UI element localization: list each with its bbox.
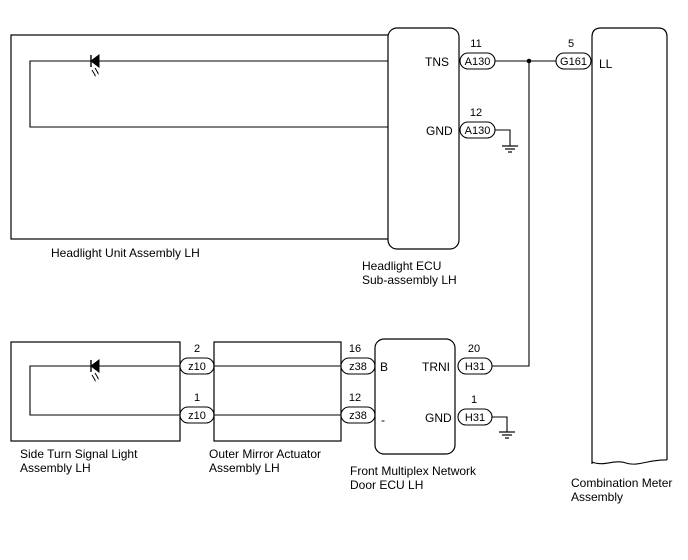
meter-terminal-ll: LL	[599, 57, 613, 71]
front-multiplex-label-line2: Door ECU LH	[350, 478, 423, 492]
meter-break-line	[591, 459, 668, 465]
pin-number: 1	[194, 392, 200, 404]
combination-meter-label-line1: Combination Meter	[571, 476, 672, 490]
headlight-ecu-label-line1: Headlight ECU	[362, 259, 441, 273]
svg-text:H31: H31	[465, 361, 485, 373]
svg-text:A130: A130	[465, 125, 491, 137]
headlight-unit-label: Headlight Unit Assembly LH	[51, 246, 200, 260]
pin-number: 5	[568, 38, 574, 50]
ecu-ground-wire	[495, 129, 511, 146]
pin-number: 12	[349, 392, 361, 404]
pin-number: 16	[349, 343, 361, 355]
pin-number: 12	[470, 107, 482, 119]
door-terminal-gnd: GND	[425, 411, 452, 425]
pin-number: 20	[468, 343, 480, 355]
outer-mirror-label-line1: Outer Mirror Actuator	[209, 447, 321, 461]
door-ground-wire	[492, 416, 508, 432]
door-terminal-dash: -	[381, 413, 385, 427]
outer-mirror-label-line2: Assembly LH	[209, 461, 280, 475]
connector-z10-top: z10 2	[179, 343, 215, 375]
headlight-unit-internal-wire	[29, 60, 388, 128]
connector-z38-top: z38 16	[340, 343, 376, 375]
svg-text:G161: G161	[560, 56, 587, 68]
connector-a130-gnd: A130 12	[459, 107, 496, 139]
ecu-terminal-tns: TNS	[425, 55, 449, 69]
side-turn-label-line2: Assembly LH	[20, 461, 91, 475]
connector-h31-top: H31 20	[457, 343, 493, 375]
svg-text:H31: H31	[465, 412, 485, 424]
pin-number: 11	[470, 38, 481, 50]
connector-z10-bottom: z10 1	[179, 392, 215, 424]
svg-text:z10: z10	[188, 410, 206, 422]
ground-icon	[499, 431, 515, 439]
connector-h31-bottom: H31 1	[457, 394, 493, 426]
svg-text:z38: z38	[349, 361, 367, 373]
headlight-led-icon	[90, 54, 100, 77]
side-turn-internal-wire	[29, 365, 180, 416]
outer-mirror-box	[213, 341, 342, 442]
door-terminal-trni: TRNI	[422, 360, 450, 374]
headlight-ecu-label-line2: Sub-assembly LH	[362, 273, 457, 287]
connector-g161: G161 5	[555, 38, 592, 70]
headlight-unit-box	[10, 34, 394, 240]
combination-meter-label-line2: Assembly	[571, 490, 623, 504]
pin-number: 2	[194, 343, 200, 355]
ecu-terminal-gnd: GND	[426, 124, 453, 138]
ground-icon	[502, 145, 518, 153]
front-multiplex-label-line1: Front Multiplex Network	[350, 464, 477, 478]
connector-z38-bottom: z38 12	[340, 392, 376, 424]
door-terminal-b: B	[380, 360, 388, 374]
headlight-ecu-box	[387, 27, 460, 250]
svg-text:z10: z10	[188, 361, 206, 373]
side-turn-led-icon	[90, 359, 100, 382]
side-turn-light-box	[10, 341, 181, 442]
connector-a130-tns: A130 11	[459, 38, 496, 70]
svg-text:z38: z38	[349, 410, 367, 422]
tns-to-trni-wire	[492, 61, 530, 367]
combination-meter-box	[591, 27, 668, 464]
pin-number: 1	[471, 394, 477, 406]
front-multiplex-box	[374, 338, 456, 455]
svg-text:A130: A130	[465, 56, 491, 68]
side-turn-label-line1: Side Turn Signal Light	[20, 447, 138, 461]
